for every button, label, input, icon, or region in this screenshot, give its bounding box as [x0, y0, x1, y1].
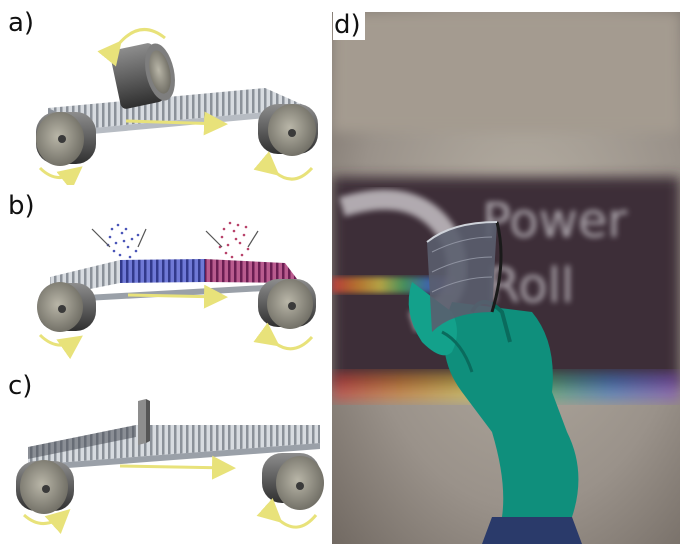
panel-d-label: d) [333, 12, 365, 40]
photo-flexible-solar-cell: Power Roll [332, 12, 680, 544]
direction-arrow-icon [120, 466, 230, 468]
sign-text-line1: Power [482, 193, 627, 249]
left-roller [16, 460, 74, 514]
right-roller [258, 279, 316, 329]
right-roller [258, 104, 318, 156]
direction-arrow-icon [128, 295, 222, 297]
panel-c-diagram [0, 365, 332, 544]
rotation-arrow-icon [275, 337, 312, 349]
rotation-arrow-icon [40, 335, 78, 345]
spray-particles-right [219, 222, 250, 259]
panel-b: b) [0, 185, 332, 365]
rotation-arrow-icon [275, 168, 312, 179]
panel-a: a) [0, 0, 332, 185]
rotation-arrow-icon [40, 168, 78, 178]
left-roller [37, 282, 96, 332]
panel-a-diagram [0, 0, 332, 185]
rotation-arrow-icon [278, 515, 316, 527]
rotation-arrow-icon [24, 513, 66, 524]
coated-layer-1 [120, 259, 205, 283]
spray-particles-left [107, 224, 140, 259]
blade [138, 399, 146, 445]
left-roller [36, 112, 96, 166]
right-roller [262, 453, 324, 510]
rotation-arrow-icon [118, 29, 165, 45]
panel-c: c) [0, 365, 332, 544]
panel-b-diagram [0, 185, 332, 365]
